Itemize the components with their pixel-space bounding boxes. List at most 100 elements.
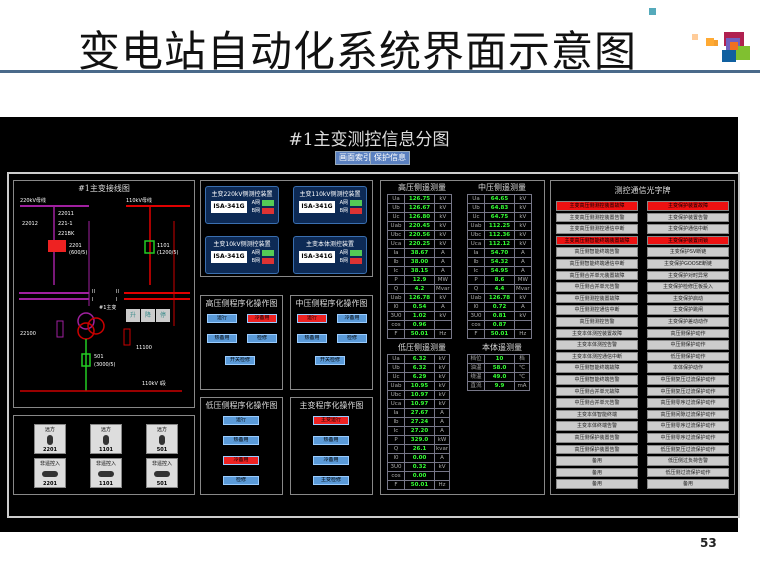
- switch-mode-label: 远方: [44, 427, 55, 433]
- breaker-221bk-label: 221BK: [58, 231, 75, 237]
- tap-stop-button[interactable]: 停: [156, 309, 170, 322]
- op-step-button[interactable]: 热备用: [313, 436, 349, 445]
- net-b-status-icon: [350, 208, 362, 214]
- bus-220-i-label: I: [92, 297, 94, 303]
- meas-label: Uab: [467, 293, 485, 303]
- meas-unit: kV: [514, 221, 532, 231]
- op-step-button[interactable]: 检修: [223, 476, 259, 485]
- transformer-label: #1主变: [99, 305, 117, 311]
- meas-unit: [434, 320, 452, 330]
- net-a-label: A网: [339, 200, 348, 206]
- op-step-button[interactable]: 热备用: [297, 334, 327, 343]
- meas-unit: Hz: [434, 329, 452, 339]
- meas-unit: kV: [433, 381, 451, 391]
- meas-unit: A: [514, 257, 532, 267]
- signal-indicator: 主变保护GOOSE断链: [647, 259, 729, 269]
- signal-indicator: 中压侧复压过流保护动作: [647, 375, 729, 385]
- op-step-button[interactable]: 热备用: [223, 436, 259, 445]
- meas-label: Uca: [387, 239, 405, 249]
- meas-unit: kV: [433, 363, 451, 373]
- meas-value: 112.25: [484, 221, 515, 231]
- meas-value: 38.15: [404, 266, 435, 276]
- op-step-button[interactable]: 冷备用: [313, 456, 349, 465]
- op-step-button[interactable]: 开关检修: [225, 356, 255, 365]
- meas-unit: kV: [514, 194, 532, 204]
- meas-label: Q: [387, 444, 405, 454]
- device-title: 主变本体测控装置: [305, 241, 354, 248]
- net-a-label: A网: [339, 250, 348, 256]
- meas-unit: [433, 471, 451, 481]
- meas-label: 直流: [467, 381, 485, 391]
- device-title: 主变10kV侧测控装置: [213, 241, 271, 248]
- screen-index-button[interactable]: 画面索引: [335, 151, 375, 165]
- decor-square-icon: [692, 34, 698, 40]
- op-step-button[interactable]: 检修: [337, 334, 367, 343]
- net-a-label: A网: [251, 250, 260, 256]
- op-step-button[interactable]: 开关检修: [315, 356, 345, 365]
- tap-raise-button[interactable]: 升: [126, 309, 140, 322]
- op-step-button[interactable]: 运行: [207, 314, 237, 323]
- op-step-button[interactable]: 冷备用: [247, 314, 277, 323]
- net-a-status-icon: [350, 200, 362, 206]
- signal-indicator: 主变保护对时异常: [647, 270, 729, 281]
- signal-indicator: 高压侧零序过流保护动作: [647, 398, 729, 408]
- meas-label: Uc: [387, 212, 405, 222]
- op-step-button[interactable]: 检修: [247, 334, 277, 343]
- device-title: 主变220kV侧测控装置: [211, 191, 273, 198]
- signal-indicator: 高压侧智能终端告警: [556, 247, 638, 257]
- signal-indicator: 中压侧合并单元告警: [556, 282, 638, 292]
- signal-indicator: 主变保护跳闸: [647, 305, 729, 315]
- meas-unit: MW: [434, 275, 452, 285]
- signal-indicator: 主变本体测控装置故障: [556, 328, 638, 339]
- meas-unit: kV: [433, 354, 451, 364]
- op-step-button[interactable]: 运行: [223, 416, 259, 425]
- op-step-button[interactable]: 冷备用: [337, 314, 367, 323]
- protection-info-button[interactable]: 保护信息: [370, 151, 410, 165]
- decor-square-icon: [649, 8, 656, 15]
- op-step-button[interactable]: 主变检修: [313, 476, 349, 485]
- signal-indicator: 高压侧合并单元装置故障: [556, 270, 638, 281]
- op-panel: 低压侧程序化操作图运行热备用冷备用检修: [200, 397, 283, 495]
- signal-indicator: 中压侧测控装置故障: [556, 293, 638, 304]
- op-step-button[interactable]: 冷备用: [223, 456, 259, 465]
- meas-unit: MW: [514, 275, 532, 285]
- meas-unit: kW: [433, 435, 451, 445]
- op-step-button[interactable]: 主变运行: [313, 416, 349, 425]
- signal-indicator: 主变保护装置闭锁: [647, 235, 729, 246]
- meas-label: Uab: [387, 293, 405, 303]
- op-step-button[interactable]: 运行: [297, 314, 327, 323]
- ct-501-ratio-label: (3000/5): [94, 362, 116, 368]
- net-a-status-icon: [262, 250, 274, 256]
- bus-110-label: 110kV母线: [126, 198, 152, 204]
- signal-indicator: 低压侧过流保护动作: [647, 467, 729, 478]
- meas-label: Ubc: [387, 390, 405, 400]
- switch-knob-icon: [159, 435, 165, 445]
- signal-indicator: 备用: [647, 479, 729, 489]
- op-step-button[interactable]: 热备用: [207, 334, 237, 343]
- tap-lower-button[interactable]: 降: [141, 309, 155, 322]
- single-line-diagram: [19, 205, 190, 392]
- meas-label: cos: [467, 320, 485, 330]
